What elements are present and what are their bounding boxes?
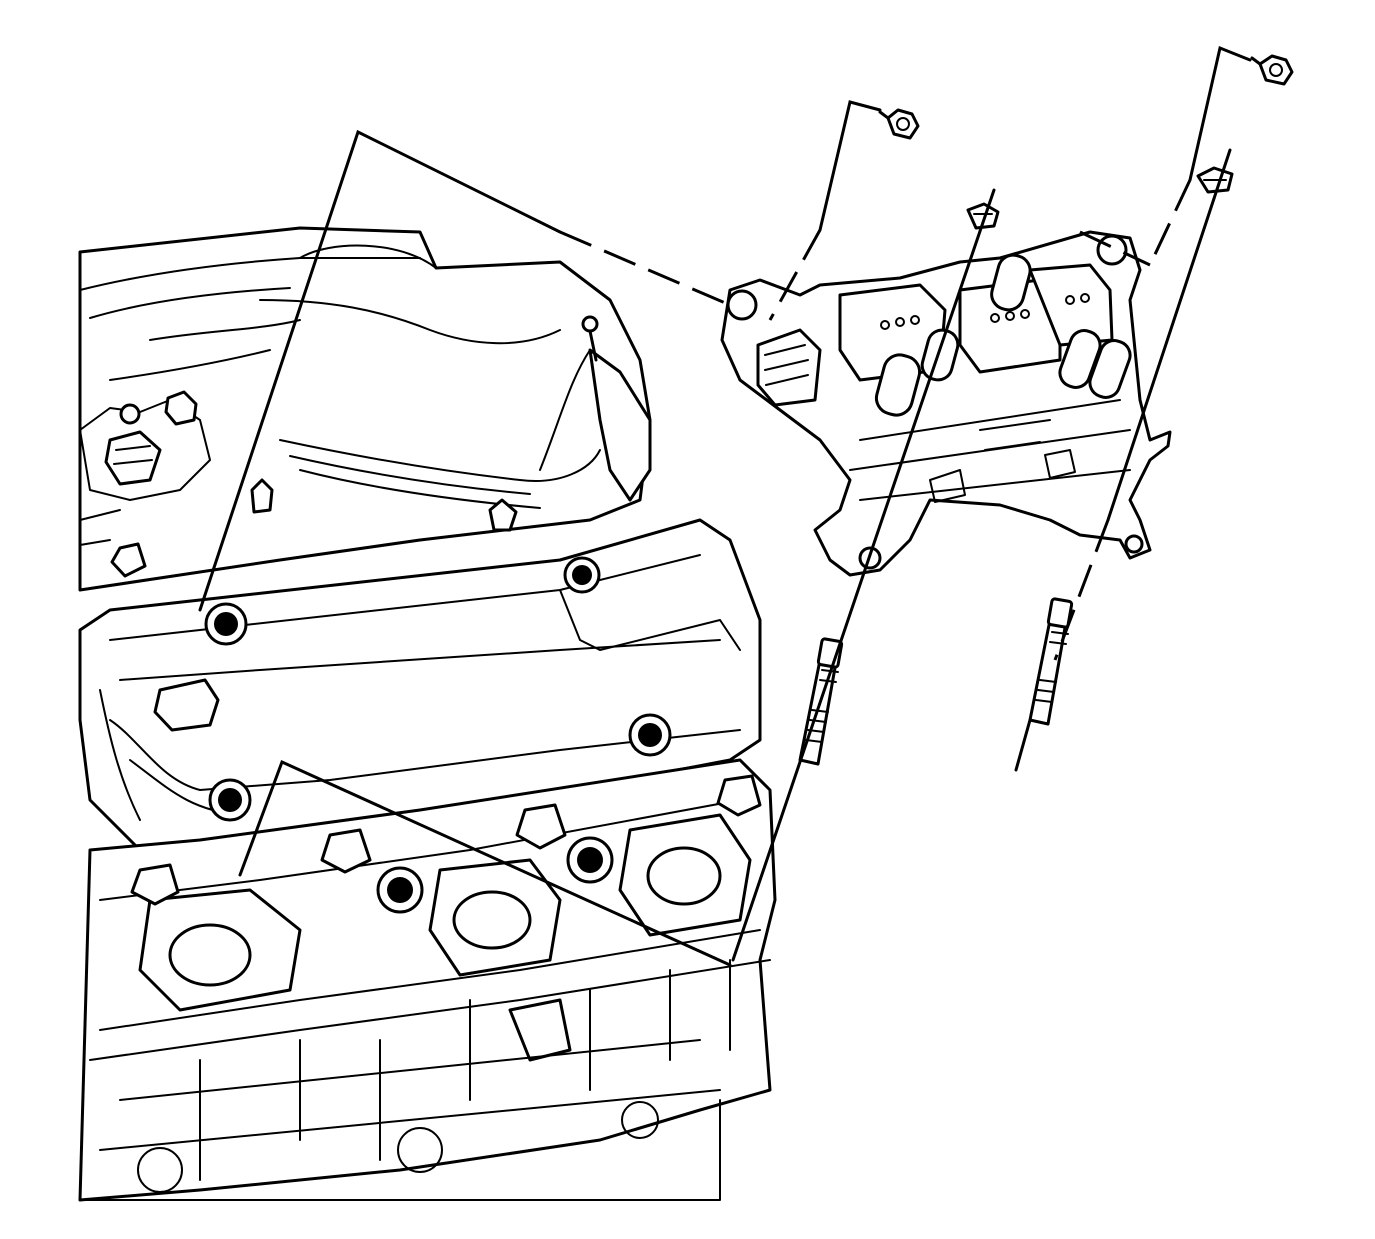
stud-nut-clip bbox=[966, 202, 1000, 230]
alignment-lines bbox=[198, 45, 1252, 967]
intake-manifold-cover bbox=[78, 226, 652, 592]
bracket-stud bbox=[1028, 597, 1074, 726]
ignition-coil-bracket-assembly bbox=[720, 230, 1172, 577]
engine-assembly bbox=[78, 226, 777, 1202]
engine-cylinder-head bbox=[78, 758, 777, 1202]
bracket-bolt bbox=[878, 108, 920, 140]
stud-nut-clip bbox=[1196, 166, 1234, 194]
valve-cover bbox=[78, 518, 762, 852]
bracket-bolt bbox=[1250, 54, 1294, 86]
